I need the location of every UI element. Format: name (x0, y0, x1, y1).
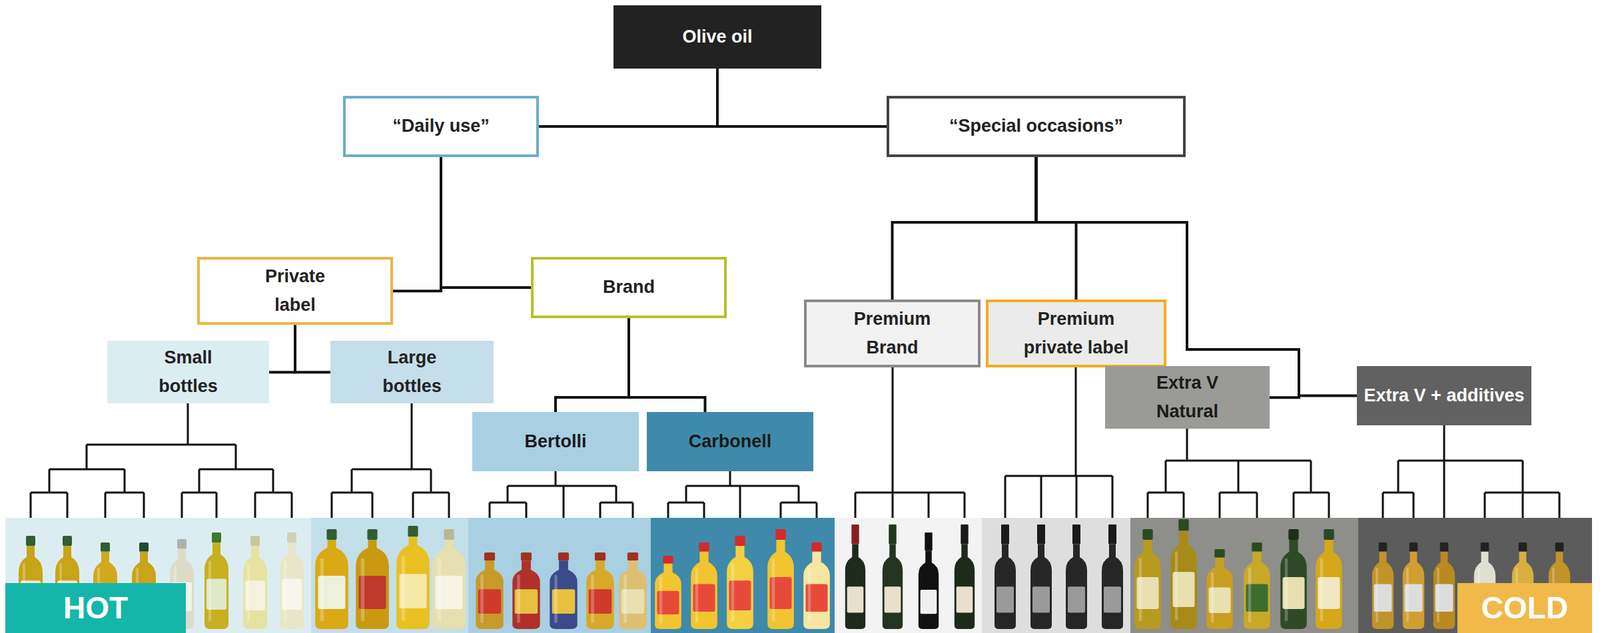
bottle (204, 532, 229, 630)
tree-connector (269, 325, 296, 373)
tree-connector (440, 157, 531, 288)
segment-box: Brand (530, 257, 727, 319)
temperature-band: COLD (1457, 583, 1593, 633)
bottle (767, 529, 795, 630)
bottle (1170, 519, 1198, 630)
tree-connector (393, 157, 441, 292)
category-box: “Daily use” (343, 95, 539, 158)
bottle-group (475, 552, 647, 630)
bottle (475, 552, 503, 630)
bottle (1280, 529, 1307, 630)
bottle (586, 552, 614, 630)
tree-line (489, 471, 633, 519)
shelf-band (981, 518, 1131, 633)
bottle (803, 542, 830, 630)
node-label: COLD (1481, 590, 1569, 627)
bottle (355, 529, 390, 630)
root-box: Olive oil (613, 5, 822, 69)
tree-connector (538, 68, 718, 127)
bottle-group (654, 529, 830, 630)
bottle-group (315, 526, 466, 630)
node-label: “Special occasions” (949, 111, 1124, 141)
node-label: Extra V Natural (1144, 369, 1231, 427)
shelf-band (468, 518, 651, 633)
node-label: Extra V + additives (1364, 381, 1525, 411)
node-label: “Daily use” (392, 111, 490, 141)
bottle-group (994, 524, 1124, 630)
bottle (1433, 542, 1455, 630)
segment-box: Premium Brand (803, 299, 981, 368)
node-label: Premium private label (1011, 305, 1142, 363)
subsegment-box: Extra V + additives (1356, 366, 1532, 426)
bottle (918, 532, 939, 630)
node-label: HOT (63, 590, 128, 627)
bottle (279, 532, 304, 630)
shelf-band (834, 518, 982, 633)
tree-line (30, 402, 292, 519)
temperature-band: HOT (5, 583, 186, 633)
bottle (954, 524, 975, 630)
tree-line (855, 361, 965, 519)
subsegment-box: Extra V Natural (1105, 366, 1270, 429)
bottle (512, 552, 540, 630)
node-label: Private label (248, 262, 342, 320)
bottle-group (1134, 519, 1343, 630)
tree-line (1005, 361, 1113, 519)
tree-connector (892, 157, 1037, 300)
shelf-band (1130, 518, 1359, 633)
brand-box: Carbonell (646, 412, 814, 472)
bottle (726, 536, 754, 630)
subsegment-box: Small bottles (107, 341, 270, 404)
node-label: Large bottles (369, 343, 456, 401)
tree-line (331, 402, 449, 519)
tree-line (668, 471, 817, 519)
segment-box: Premium private label (985, 299, 1167, 368)
tree-connector (295, 325, 331, 373)
tree-connector (717, 68, 887, 127)
bottle (315, 529, 349, 630)
bottle (618, 552, 647, 630)
shelf-band (5, 518, 312, 633)
bottle (1101, 524, 1124, 630)
bottle (1030, 524, 1052, 630)
bottle (845, 524, 866, 630)
node-label: Olive oil (682, 22, 753, 52)
bottle (549, 552, 577, 630)
shelf-band (311, 518, 469, 633)
shelf-band (650, 518, 835, 633)
subsegment-box: Large bottles (330, 341, 494, 404)
node-label: Brand (602, 273, 655, 302)
bottle (432, 529, 466, 630)
bottle (1206, 549, 1233, 630)
bottle (994, 524, 1016, 630)
bottle (1065, 524, 1088, 630)
brand-box: Bertolli (472, 412, 639, 472)
category-box: “Special occasions” (886, 95, 1186, 158)
tree-connector (555, 318, 629, 413)
bottle (1243, 542, 1271, 630)
bottle (654, 556, 682, 630)
bottle (1402, 542, 1425, 630)
bottle (1372, 542, 1394, 630)
bottle (1134, 529, 1162, 630)
bottle (396, 526, 430, 630)
bottle-group (845, 524, 975, 630)
tree-connector (1036, 157, 1077, 300)
bottle (1315, 529, 1343, 630)
node-label: Premium Brand (842, 305, 943, 363)
node-label: Bertolli (524, 427, 587, 457)
tree-connector (628, 318, 706, 413)
shelf-band (1358, 518, 1593, 633)
tree-line (1147, 425, 1329, 519)
node-label: Carbonell (688, 427, 773, 457)
segment-box: Private label (197, 257, 394, 326)
bottle (882, 524, 903, 630)
tree-line (1382, 425, 1560, 519)
node-label: Small bottles (145, 343, 232, 401)
bottle (690, 542, 718, 630)
bottle (243, 536, 268, 630)
